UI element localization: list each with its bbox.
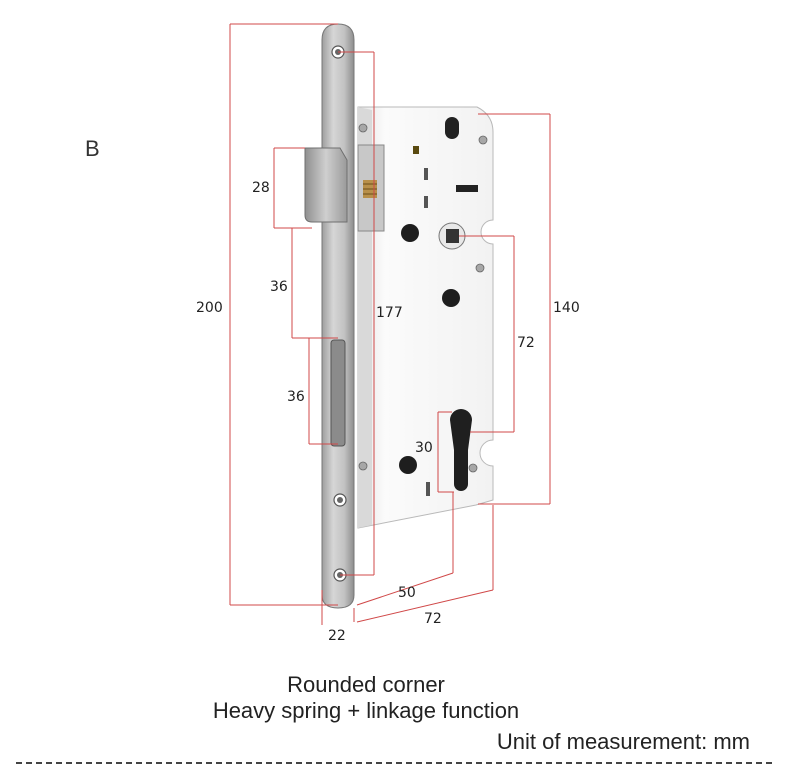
small-slot — [426, 482, 430, 496]
fixing-hole — [399, 456, 417, 474]
dim-case-height: 140 — [553, 300, 580, 316]
spindle-hole — [446, 229, 459, 243]
dim-latch-to-deadbolt: 36 — [270, 279, 288, 295]
small-slot — [424, 196, 428, 208]
screw-icon — [475, 263, 485, 273]
screw-icon — [358, 461, 368, 471]
dim-latch-height: 28 — [252, 180, 270, 196]
dashed-divider — [16, 762, 772, 764]
indicator-slot — [413, 146, 419, 154]
caption-heavy-spring: Heavy spring + linkage function — [212, 698, 520, 723]
dimension-lines — [229, 23, 551, 625]
feature-captions: Rounded corner Heavy spring + linkage fu… — [0, 672, 732, 724]
cylinder-hole — [450, 409, 472, 491]
variant-label: B — [85, 136, 100, 161]
dim-handle-to-cylinder: 72 — [517, 335, 535, 351]
screw-icon — [478, 135, 488, 145]
dim-case-depth: 72 — [424, 611, 442, 627]
fixing-hole — [442, 289, 460, 307]
top-slot — [445, 117, 459, 139]
latch-mechanism — [357, 144, 385, 232]
dim-backset: 50 — [398, 585, 416, 601]
dim-deadbolt-height: 36 — [287, 389, 305, 405]
small-slot — [424, 168, 428, 180]
faceplate — [321, 23, 355, 609]
fixing-hole — [401, 224, 419, 242]
caption-rounded-corner: Rounded corner — [287, 672, 445, 697]
dim-total-height: 200 — [196, 300, 223, 316]
unit-note: Unit of measurement: mm — [496, 729, 750, 754]
dim-faceplate-holes: 177 — [376, 305, 403, 321]
latch-bolt — [304, 147, 348, 223]
screw-icon — [358, 123, 368, 133]
deadbolt-opening — [330, 339, 346, 447]
dim-cylinder-offset: 30 — [415, 440, 433, 456]
dim-faceplate-width: 22 — [328, 628, 346, 644]
screw-icon — [468, 463, 478, 473]
deadbolt-slot — [456, 185, 478, 192]
